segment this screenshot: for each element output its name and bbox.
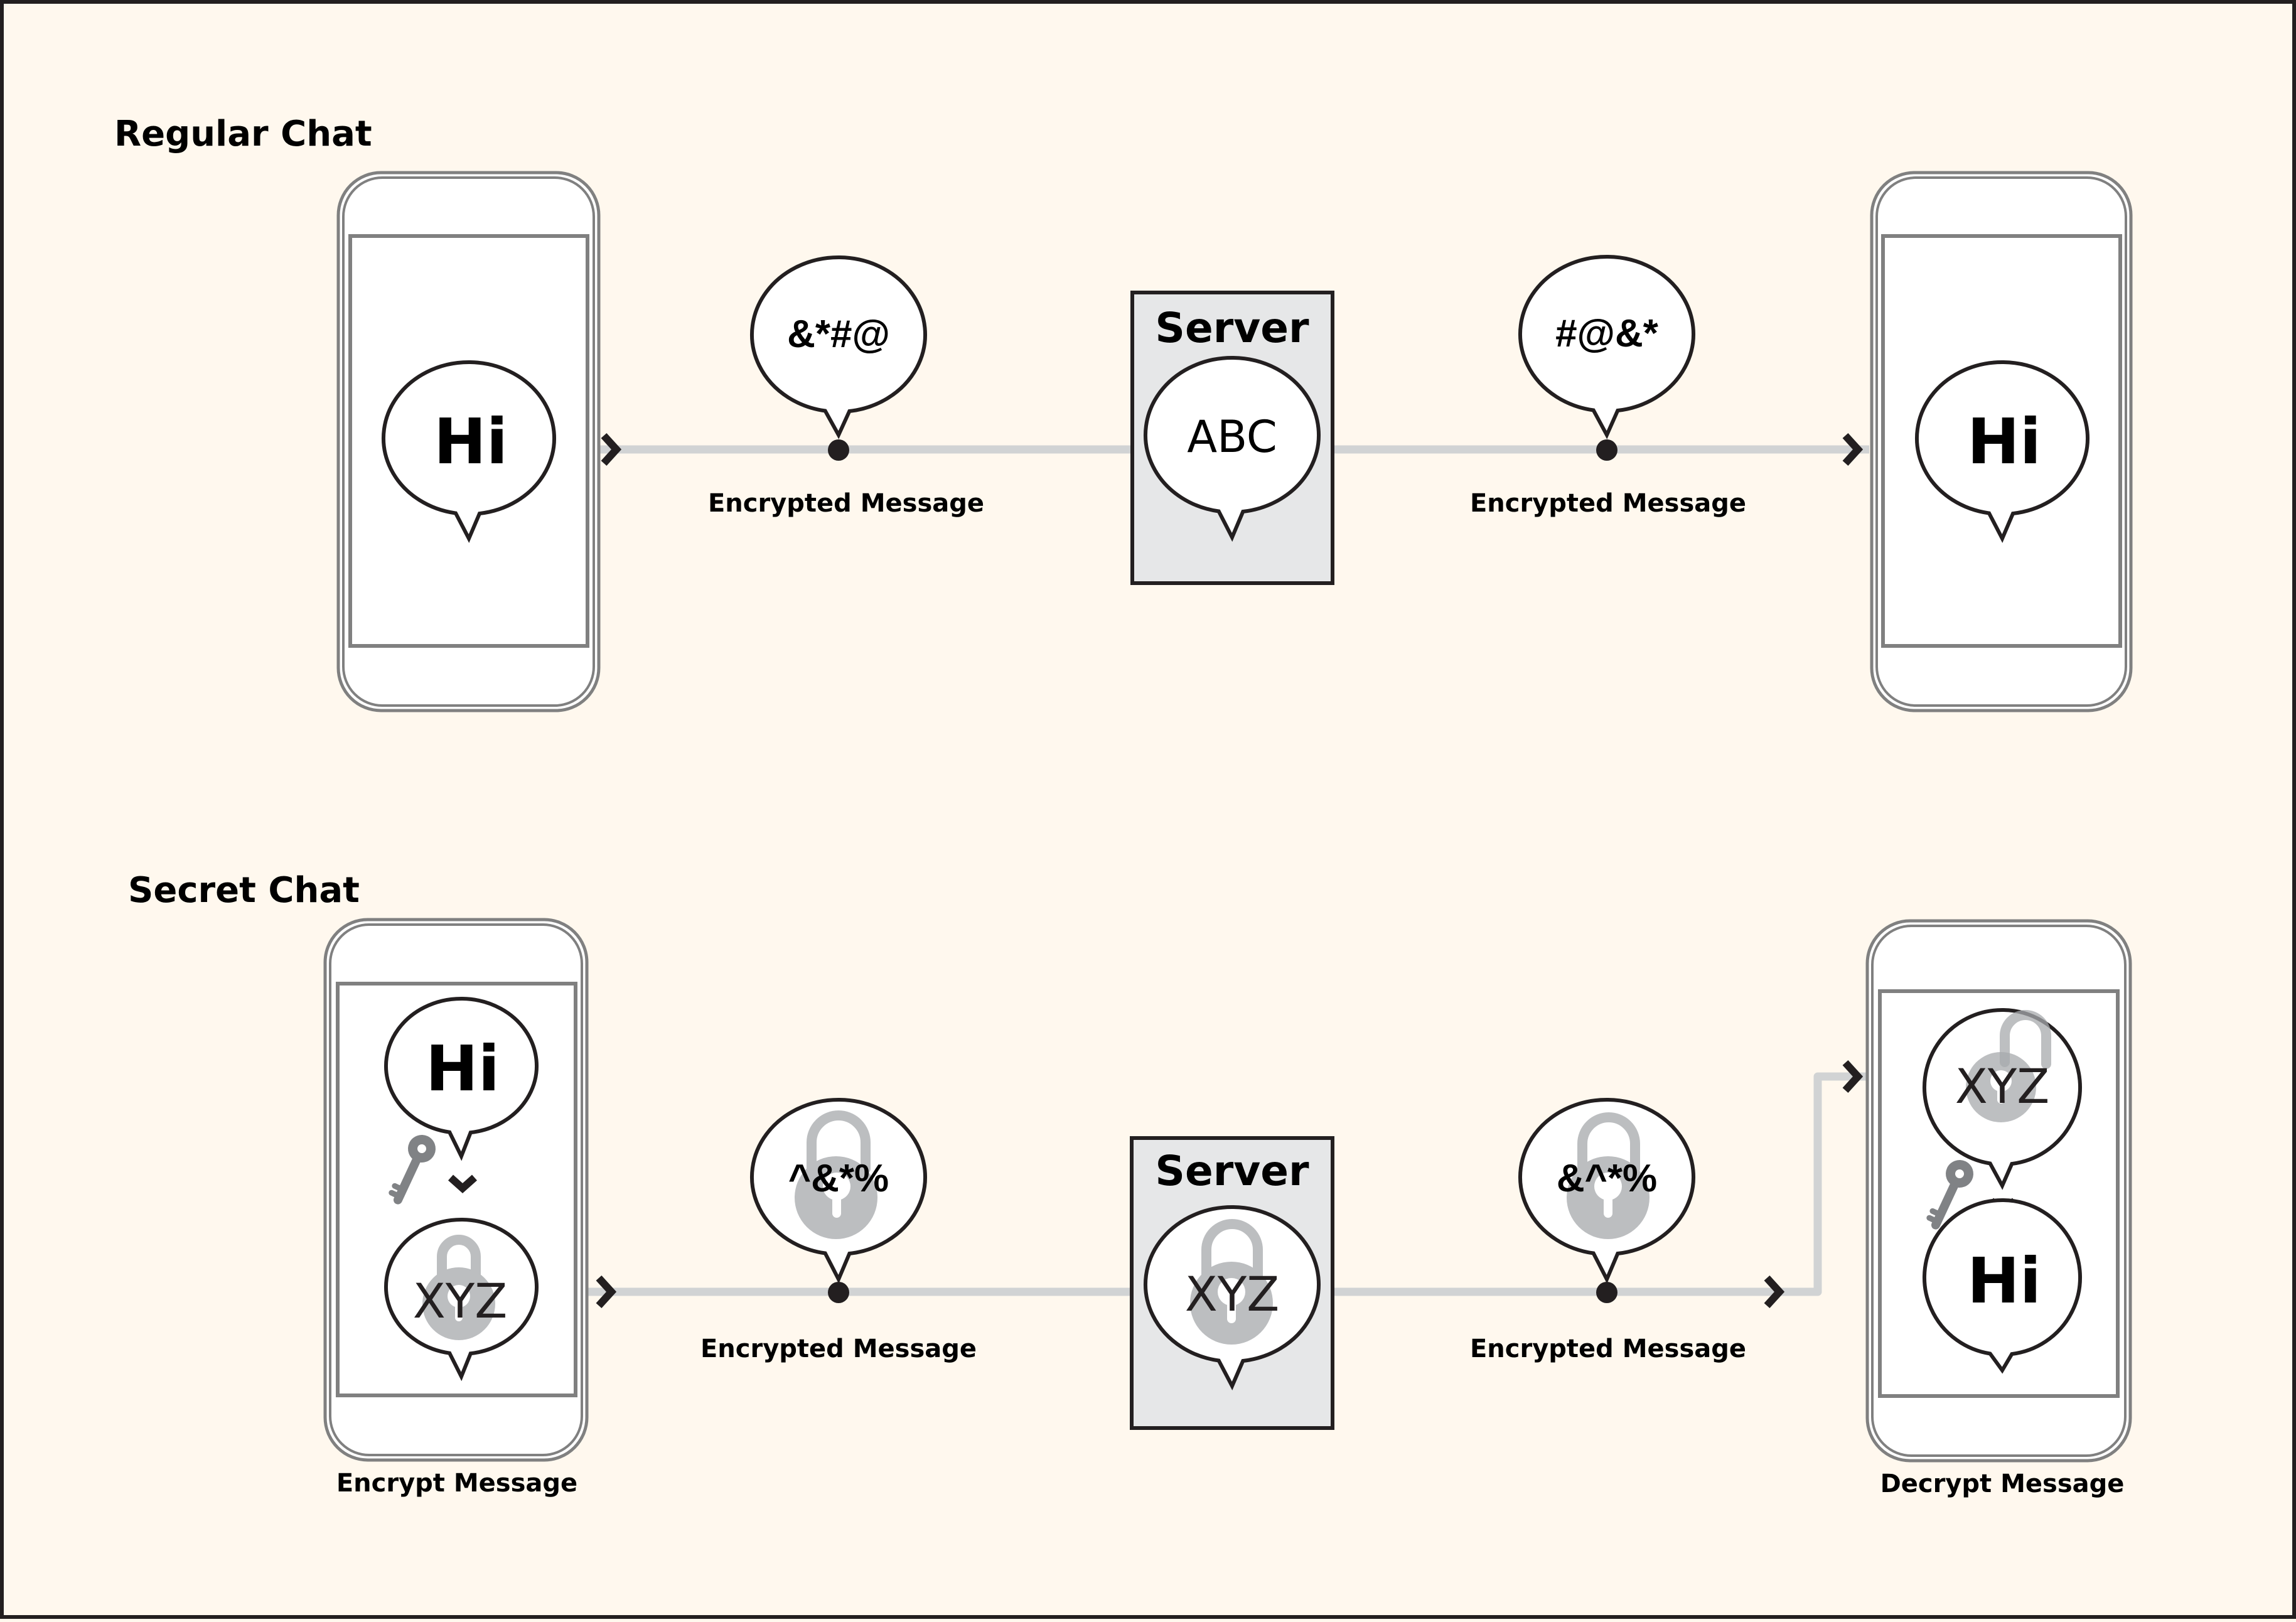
encrypted-hop-1: &*#@ Encrypted Message xyxy=(708,255,984,518)
padlock-locked-icon xyxy=(1567,1112,1650,1239)
hop-dot xyxy=(828,439,849,461)
speech-bubble xyxy=(1915,360,2089,544)
hop-label: Encrypted Message xyxy=(1470,489,1746,518)
plain-text: ABC xyxy=(1187,411,1277,463)
speech-bubble xyxy=(1144,356,1321,542)
regular-chat-section: Regular Chat Hi &*#@ Encrypted Message S… xyxy=(114,114,2133,712)
speech-bubble xyxy=(384,997,539,1161)
encrypted-text: XYZ xyxy=(1185,1266,1280,1322)
encrypted-text: XYZ xyxy=(1955,1058,2050,1114)
phone-bezel xyxy=(1875,176,2127,707)
receiver-phone: Hi xyxy=(1870,171,2133,712)
secret-chat-section: Secret Chat Hi xyxy=(128,870,2132,1498)
phone-bezel xyxy=(1871,925,2127,1457)
arrow-right-icon xyxy=(1842,1060,1864,1093)
padlock-locked-icon xyxy=(1190,1219,1273,1345)
phone-caption: Encrypt Message xyxy=(336,1469,577,1498)
hop-label: Encrypted Message xyxy=(708,489,984,518)
section-title-secret-chat: Secret Chat xyxy=(128,870,360,911)
hop-dot xyxy=(1596,1282,1617,1303)
hop-dot xyxy=(828,1282,849,1303)
message-text: Hi xyxy=(434,405,508,478)
phone-caption: Decrypt Message xyxy=(1880,1469,2125,1498)
sender-phone: Hi xyxy=(336,171,601,712)
padlock-locked-icon xyxy=(795,1110,877,1239)
server-box: Server XYZ xyxy=(1130,1136,1334,1430)
padlock-locked-icon xyxy=(422,1235,495,1340)
sender-phone: Hi XYZ Encrypt Message xyxy=(323,918,589,1498)
encrypted-hop-2: &^*% Encrypted Message xyxy=(1470,1098,1746,1363)
section-title-regular-chat: Regular Chat xyxy=(114,114,372,154)
receiver-phone: XYZ Hi Decrypt Message xyxy=(1865,919,2132,1498)
server-box: Server ABC xyxy=(1130,291,1334,585)
cipher-text: ^&*% xyxy=(788,1157,889,1200)
key-icon xyxy=(389,1135,436,1205)
speech-bubble xyxy=(382,360,556,544)
phone-bezel xyxy=(342,176,595,707)
chevron-down-icon xyxy=(448,1174,478,1194)
key-icon xyxy=(1926,1160,1973,1230)
cipher-text: #@&* xyxy=(1555,312,1659,355)
arrow-right-icon xyxy=(596,1275,617,1309)
speech-bubble xyxy=(1518,255,1695,439)
cipher-text: &^*% xyxy=(1557,1157,1657,1200)
arrow-right-icon xyxy=(601,432,622,466)
encrypted-hop-1: ^&*% Encrypted Message xyxy=(700,1098,977,1363)
hop-dot xyxy=(1596,439,1617,461)
message-text: Hi xyxy=(426,1032,500,1105)
hop-label: Encrypted Message xyxy=(1470,1335,1746,1363)
arrow-right-icon xyxy=(1842,432,1864,466)
arrow-right-icon xyxy=(1764,1275,1785,1309)
encrypted-hop-2: #@&* Encrypted Message xyxy=(1470,255,1746,518)
encrypted-text: XYZ xyxy=(413,1273,508,1329)
speech-bubble xyxy=(750,255,927,439)
speech-bubble xyxy=(1922,1198,2082,1374)
server-label: Server xyxy=(1155,304,1309,352)
message-text: Hi xyxy=(1967,405,2041,478)
server-label: Server xyxy=(1155,1147,1309,1195)
hop-label: Encrypted Message xyxy=(700,1335,977,1363)
phone-bezel xyxy=(329,923,583,1456)
message-text: Hi xyxy=(1967,1244,2041,1318)
padlock-unlocked-icon xyxy=(1966,1010,2051,1122)
cipher-text: &*#@ xyxy=(787,313,890,356)
